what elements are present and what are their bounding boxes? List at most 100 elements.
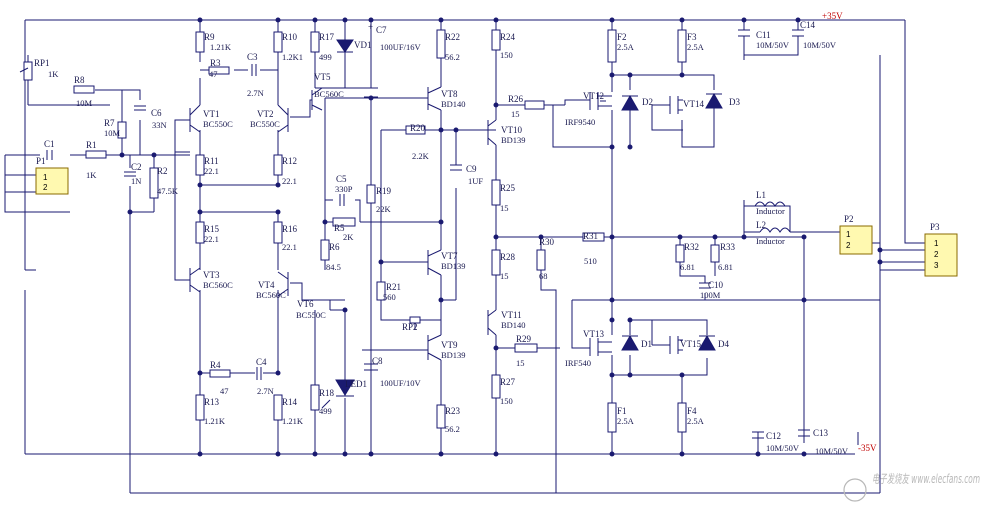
r29-ref: R29 (516, 334, 532, 344)
r10-value: 1.2K1 (282, 52, 303, 62)
f3-fuse: F3 2.5A (677, 29, 705, 63)
vd1-zener-diode: VD1 (336, 39, 372, 53)
c6-capacitor: C6 33N (134, 105, 167, 130)
r6-resistor: R6 84.5 (320, 239, 341, 272)
r7-resistor: R7 10M (104, 118, 127, 139)
r7-ref: R7 (104, 118, 115, 128)
c1-ref: C1 (44, 139, 55, 149)
p3-connector: P3 1 2 3 (924, 222, 958, 277)
vt3-ref: VT3 (203, 270, 220, 280)
r28-ref: R28 (500, 252, 516, 262)
c11-capacitor: C11 10M/50V (738, 29, 790, 50)
c11-ref: C11 (756, 30, 771, 40)
r32-ref: R32 (684, 242, 699, 252)
d3-diode: D3 (705, 92, 740, 109)
vt9-transistor: VT9 BD139 (427, 334, 466, 361)
r21-resistor: R21 560 (376, 281, 401, 302)
c1-capacitor: C1 (44, 139, 55, 160)
r24-value: 150 (500, 50, 513, 60)
r10-resistor: R10 1.2K1 (273, 31, 303, 62)
r24-resistor: R24 150 (491, 29, 516, 60)
l1-ref: L1 (756, 190, 766, 200)
r14-ref: R14 (282, 397, 298, 407)
vt6-transistor: VT6 BC550C (296, 299, 345, 320)
vt11-transistor: VT11 BD140 (487, 309, 526, 336)
r8-resistor: R8 10M (73, 75, 95, 108)
r28-value: 15 (500, 271, 509, 281)
r9-ref: R9 (204, 32, 215, 42)
r33-ref: R33 (720, 242, 736, 252)
vt5-transistor: VT5 BC560C (311, 72, 344, 111)
c5-value: 330P (335, 184, 353, 194)
r17-value: 499 (319, 52, 332, 62)
d2-ref: D2 (642, 97, 653, 107)
p3-ref: P3 (930, 222, 940, 232)
r3-value: 47 (209, 69, 218, 79)
p2-ref: P2 (844, 214, 854, 224)
c12-ref: C12 (766, 431, 781, 441)
r32-value: 6.81 (680, 262, 695, 272)
r3-ref: R3 (210, 58, 221, 68)
r18-value: 499 (319, 406, 332, 416)
l2-inductor: L2 Inductor (756, 220, 791, 246)
p2-pin1: 1 (846, 230, 851, 239)
r30-resistor: R30 68 (536, 237, 555, 281)
watermark-text: 电子发烧友 www.elecfans.com (872, 472, 980, 486)
vt14-ref: VT14 (683, 99, 704, 109)
vt11-value: BD140 (501, 320, 526, 330)
r2-value: 47.5K (157, 186, 179, 196)
r4-value: 47 (220, 386, 229, 396)
led1-ref: LED1 (345, 379, 367, 389)
c7-value: 100UF/16V (380, 42, 421, 52)
d1-diode: D1 (621, 334, 652, 351)
vt4-ref: VT4 (258, 280, 275, 290)
c2-capacitor: C2 1N (124, 162, 142, 186)
p3-pin1: 1 (934, 239, 939, 248)
r16-ref: R16 (282, 224, 298, 234)
vt9-ref: VT9 (441, 340, 458, 350)
r15-ref: R15 (204, 224, 220, 234)
positive-rail-label: +35V (822, 11, 843, 21)
c10-ref: C10 (708, 280, 724, 290)
r33-resistor: R33 6.81 (710, 242, 736, 272)
r29-resistor: R29 15 (514, 334, 538, 368)
c12-capacitor: C12 10M/50V (752, 431, 800, 453)
r20-ref: R20 (410, 123, 426, 133)
r4-ref: R4 (210, 360, 221, 370)
vt1-ref: VT1 (203, 109, 220, 119)
vt7-value: BD139 (441, 261, 466, 271)
vt10-value: BD139 (501, 135, 526, 145)
vt13-ref: VT13 (583, 329, 604, 339)
r22-resistor: R22 56.2 (436, 29, 460, 62)
r14-resistor: R14 1.21K (273, 394, 304, 426)
r11-ref: R11 (204, 156, 219, 166)
r25-resistor: R25 15 (491, 179, 516, 213)
c6-ref: C6 (151, 108, 162, 118)
vt8-transistor: VT8 BD140 (427, 86, 466, 111)
r12-value: 22.1 (282, 176, 297, 186)
r17-ref: R17 (319, 32, 335, 42)
r13-value: 1.21K (204, 416, 226, 426)
r9-resistor: R9 1.21K (195, 31, 232, 53)
c14-capacitor: C14 10M/50V (792, 20, 837, 50)
f3-value: 2.5A (687, 42, 705, 52)
f4-value: 2.5A (687, 416, 705, 426)
c3-capacitor: C3 2.7N (247, 52, 264, 98)
r5-resistor: R5 2K (332, 217, 356, 242)
d2-diode: D2 (621, 94, 653, 111)
l2-value: Inductor (756, 236, 785, 246)
r25-value: 15 (500, 203, 509, 213)
r25-ref: R25 (500, 183, 516, 193)
r22-value: 56.2 (445, 52, 460, 62)
r30-ref: R30 (539, 237, 555, 247)
watermark: 电子发烧友 www.elecfans.com (843, 472, 980, 502)
l1-inductor: L1 Inductor (754, 190, 786, 216)
r11-value: 22.1 (204, 166, 219, 176)
watermark-logo-icon (843, 478, 867, 502)
vt12-value: IRF9540 (565, 117, 595, 127)
r26-value: 15 (511, 109, 520, 119)
vt2-ref: VT2 (257, 109, 274, 119)
p1-pin1: 1 (43, 173, 48, 182)
c8-value: 100UF/10V (380, 378, 421, 388)
